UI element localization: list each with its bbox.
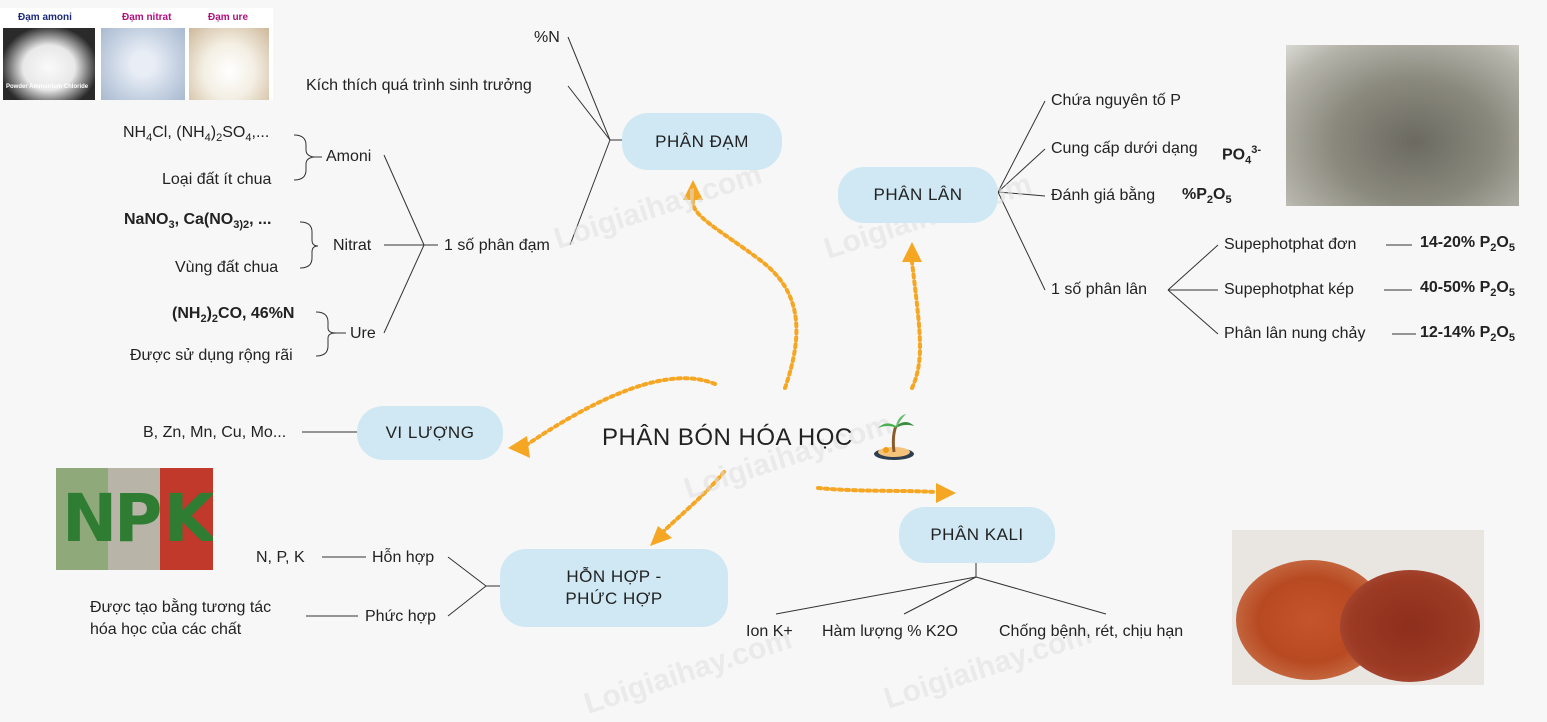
npk-letter-p: P bbox=[114, 480, 163, 557]
node-phan-dam[interactable]: PHÂN ĐẠM bbox=[622, 113, 782, 170]
amoni-formula: NH4Cl, (NH4)2SO4,... bbox=[123, 124, 270, 145]
nitrat-formula: NaNO3, Ca(NO3)2, ... bbox=[124, 211, 272, 232]
lan-supply: Cung cấp dưới dạng bbox=[1051, 140, 1198, 157]
dam-some-types: 1 số phân đạm bbox=[444, 237, 550, 254]
node-label: PHÂN KALI bbox=[930, 525, 1024, 544]
npk-letter-n: N bbox=[62, 480, 118, 557]
node-label-line1: HỖN HỢP - bbox=[566, 567, 662, 586]
dam-samples-photo: Đạm amoni Đạm nitrat Đạm ure Powder Ammo… bbox=[0, 8, 273, 100]
lan-type-pct: 12-14% P2O5 bbox=[1420, 324, 1515, 345]
amoni-powder-image bbox=[3, 28, 95, 100]
node-label: VI LƯỢNG bbox=[385, 423, 475, 442]
hon-hop-mixed: Hỗn hợp bbox=[372, 549, 435, 566]
lan-evaluate: Đánh giá bằng bbox=[1051, 187, 1156, 204]
node-phan-lan[interactable]: PHÂN LÂN bbox=[838, 167, 998, 223]
ure-formula: (NH2)2CO, 46%N bbox=[172, 305, 295, 326]
phan-kali-photo bbox=[1232, 530, 1484, 685]
ure-usage: Được sử dụng rộng rãi bbox=[130, 347, 293, 364]
node-label: PHÂN LÂN bbox=[873, 185, 963, 204]
kali-item: Hàm lượng % K2O bbox=[822, 623, 958, 640]
npk-photo: N P K bbox=[56, 468, 213, 570]
lan-type-name: Supephotphat đơn bbox=[1224, 236, 1357, 253]
photo-label-amoni: Đạm amoni bbox=[18, 12, 72, 23]
node-hon-hop-phuc-hop[interactable]: HỖN HỢP - PHỨC HỢP bbox=[500, 549, 728, 627]
hon-hop-complex-detail: Được tạo bằng tương tác hóa học của các … bbox=[90, 599, 272, 638]
lan-type-pct: 40-50% P2O5 bbox=[1420, 279, 1515, 300]
nitrat-label: Nitrat bbox=[333, 237, 372, 254]
kali-item: Chống bệnh, rét, chịu hạn bbox=[999, 623, 1184, 640]
kali-item: Ion K+ bbox=[746, 623, 793, 640]
amoni-label: Amoni bbox=[326, 148, 372, 165]
amoni-soil: Loại đất ít chua bbox=[162, 171, 272, 188]
island-palm-icon bbox=[874, 414, 914, 460]
lan-type-name: Supephotphat kép bbox=[1224, 281, 1354, 298]
node-label-line2: PHỨC HỢP bbox=[565, 589, 663, 608]
lan-type-pct: 14-20% P2O5 bbox=[1420, 234, 1515, 255]
node-phan-kali[interactable]: PHÂN KALI bbox=[899, 507, 1055, 563]
photo-label-nitrat: Đạm nitrat bbox=[122, 12, 172, 23]
lan-some-types: 1 số phân lân bbox=[1051, 281, 1148, 298]
nitrat-soil: Vùng đất chua bbox=[175, 259, 279, 276]
node-label: PHÂN ĐẠM bbox=[655, 131, 749, 151]
dam-percent-n: %N bbox=[534, 29, 560, 46]
npk-letter-k: K bbox=[164, 480, 213, 557]
nitrat-granules-image bbox=[101, 28, 185, 100]
hon-hop-complex: Phức hợp bbox=[365, 608, 437, 625]
node-vi-luong[interactable]: VI LƯỢNG bbox=[357, 406, 503, 460]
ure-label: Ure bbox=[350, 325, 376, 342]
ure-granules-image bbox=[189, 28, 269, 100]
center-title: PHÂN BÓN HÓA HỌC bbox=[602, 424, 853, 451]
phan-lan-granules-photo bbox=[1286, 45, 1519, 206]
photo-caption: Powder Ammonium Chloride bbox=[6, 84, 89, 90]
vi-luong-elements: B, Zn, Mn, Cu, Mo... bbox=[143, 424, 287, 441]
lan-contains: Chứa nguyên tố P bbox=[1051, 92, 1181, 109]
hon-hop-mixed-detail: N, P, K bbox=[256, 549, 305, 566]
lan-type-name: Phân lân nung chảy bbox=[1224, 325, 1366, 342]
lan-eval-formula: %P2O5 bbox=[1182, 186, 1232, 207]
dam-growth: Kích thích quá trình sinh trưởng bbox=[306, 77, 532, 94]
connector-lines bbox=[293, 36, 1416, 617]
lan-supply-formula: PO43- bbox=[1222, 144, 1262, 167]
photo-label-ure: Đạm ure bbox=[208, 12, 249, 23]
